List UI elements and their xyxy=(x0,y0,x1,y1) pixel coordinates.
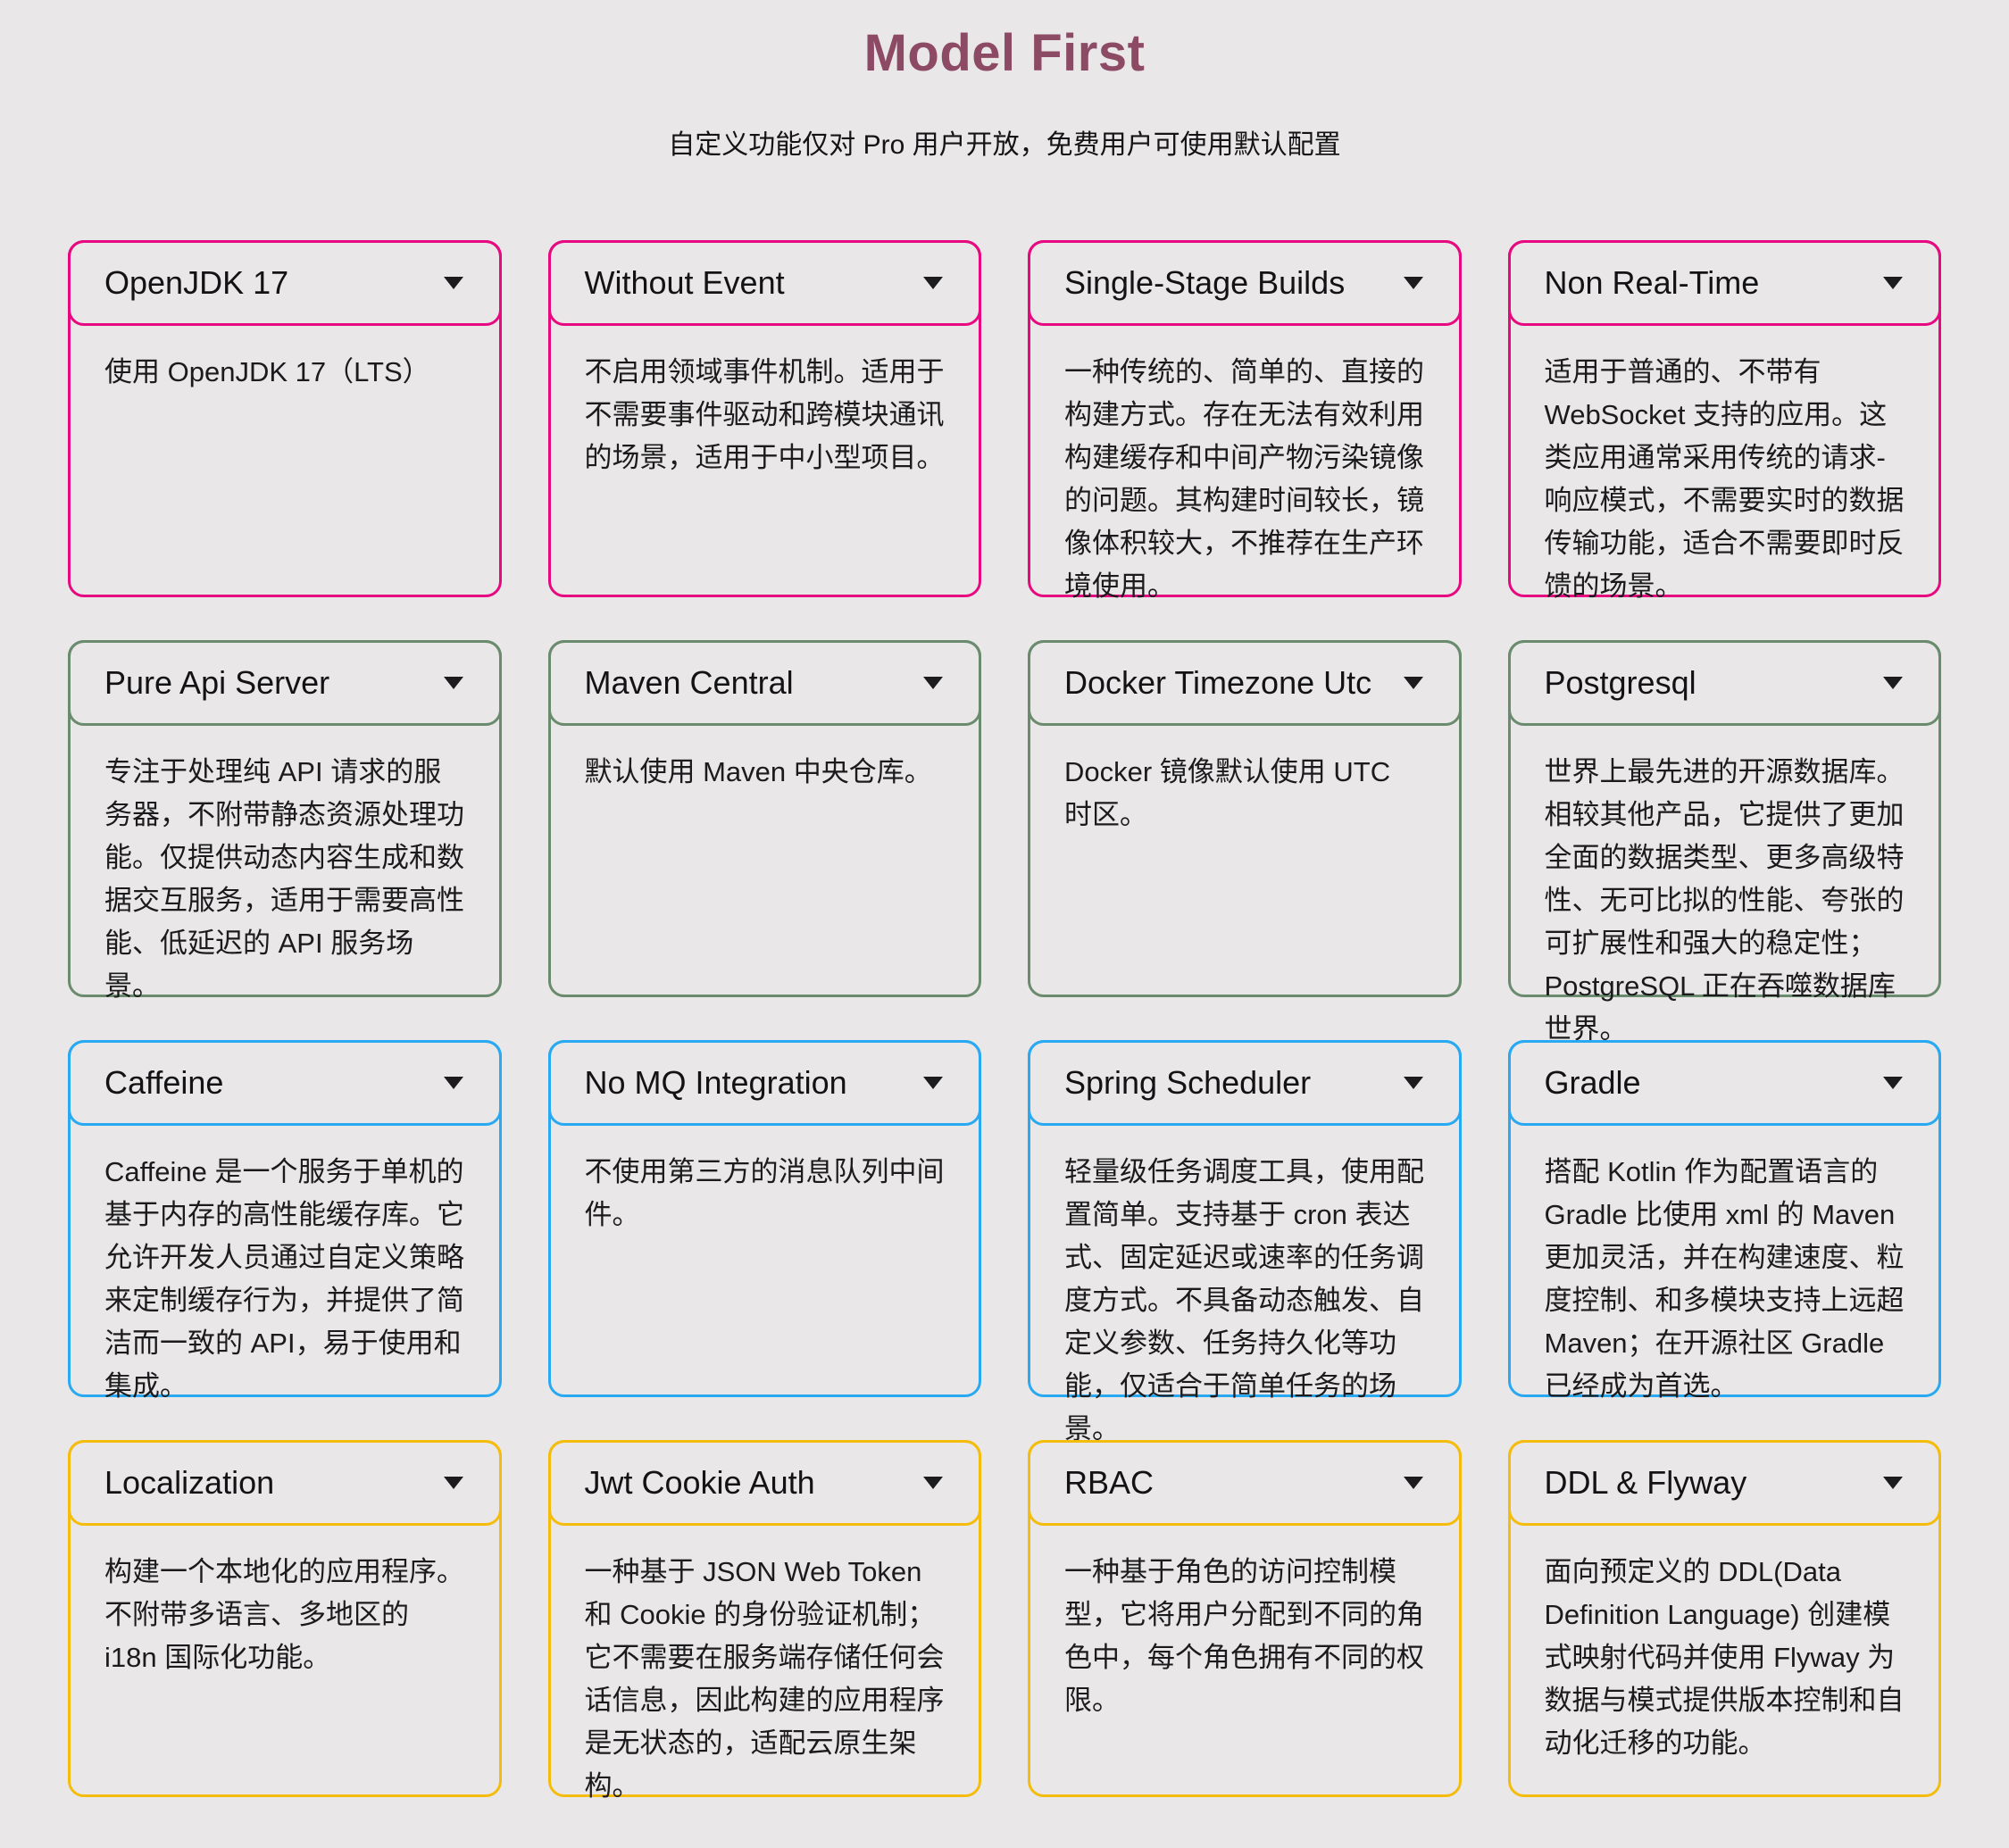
chevron-down-icon xyxy=(923,677,943,689)
chevron-down-icon xyxy=(1403,1477,1423,1489)
card-jwt-cookie-auth: Jwt Cookie Auth 一种基于 JSON Web Token 和 Co… xyxy=(547,1440,981,1802)
select-jwt-cookie-auth[interactable]: Jwt Cookie Auth xyxy=(547,1440,981,1526)
select-label: Maven Central xyxy=(584,664,794,701)
select-label: DDL & Flyway xyxy=(1544,1464,1747,1501)
chevron-down-icon xyxy=(443,277,463,289)
select-maven-central[interactable]: Maven Central xyxy=(547,640,981,726)
select-label: Non Real-Time xyxy=(1544,264,1760,301)
card-description: 面向预定义的 DDL(Data Definition Language) 创建模… xyxy=(1544,1556,1905,1759)
select-non-real-time[interactable]: Non Real-Time xyxy=(1507,240,1941,326)
select-label: Spring Scheduler xyxy=(1064,1064,1312,1101)
page-title: Model First xyxy=(863,24,1146,82)
select-openjdk-17[interactable]: OpenJDK 17 xyxy=(68,240,502,326)
card-localization: Localization 构建一个本地化的应用程序。不附带多语言、多地区的 i1… xyxy=(68,1440,502,1797)
select-label: Jwt Cookie Auth xyxy=(584,1464,815,1501)
chevron-down-icon xyxy=(923,277,943,289)
select-docker-timezone-utc[interactable]: Docker Timezone Utc xyxy=(1028,640,1462,726)
card-description: 不使用第三方的消息队列中间件。 xyxy=(584,1156,945,1230)
card-description: 一种基于 JSON Web Token 和 Cookie 的身份验证机制；它不需… xyxy=(584,1556,945,1802)
select-label: No MQ Integration xyxy=(584,1064,847,1101)
select-no-mq-integration[interactable]: No MQ Integration xyxy=(547,1040,981,1126)
select-postgresql[interactable]: Postgresql xyxy=(1507,640,1941,726)
card-description: 不启用领域事件机制。适用于不需要事件驱动和跨模块通讯的场景，适用于中小型项目。 xyxy=(584,356,945,473)
card-description: 默认使用 Maven 中央仓库。 xyxy=(584,756,932,787)
select-label: Gradle xyxy=(1544,1064,1641,1101)
card-description: Docker 镜像默认使用 UTC 时区。 xyxy=(1064,756,1391,830)
card-description: 适用于普通的、不带有 WebSocket 支持的应用。这类应用通常采用传统的请求… xyxy=(1544,356,1905,602)
card-description: 轻量级任务调度工具，使用配置简单。支持基于 cron 表达式、固定延迟或速率的任… xyxy=(1064,1156,1424,1444)
card-postgresql: Postgresql 世界上最先进的开源数据库。相较其他产品，它提供了更加全面的… xyxy=(1507,640,1941,1045)
config-card-grid: OpenJDK 17 使用 OpenJDK 17（LTS） Without Ev… xyxy=(0,240,2009,1802)
card-description: 世界上最先进的开源数据库。相较其他产品，它提供了更加全面的数据类型、更多高级特性… xyxy=(1544,756,1905,1045)
card-maven-central: Maven Central 默认使用 Maven 中央仓库。 xyxy=(547,640,981,997)
select-label: Caffeine xyxy=(104,1064,224,1101)
card-gradle: Gradle 搭配 Kotlin 作为配置语言的 Gradle 比使用 xml … xyxy=(1507,1040,1941,1402)
chevron-down-icon xyxy=(1883,1077,1903,1089)
card-single-stage-builds: Single-Stage Builds 一种传统的、简单的、直接的构建方式。存在… xyxy=(1028,240,1462,602)
chevron-down-icon xyxy=(923,1077,943,1089)
select-spring-scheduler[interactable]: Spring Scheduler xyxy=(1028,1040,1462,1126)
card-description: 专注于处理纯 API 请求的服务器，不附带静态资源处理功能。仅提供动态内容生成和… xyxy=(104,756,464,1002)
select-label: Without Event xyxy=(584,264,785,301)
card-no-mq-integration: No MQ Integration 不使用第三方的消息队列中间件。 xyxy=(547,1040,981,1397)
card-description: Caffeine 是一个服务于单机的基于内存的高性能缓存库。它允许开发人员通过自… xyxy=(104,1156,464,1402)
chevron-down-icon xyxy=(443,1077,463,1089)
chevron-down-icon xyxy=(443,1477,463,1489)
card-description: 一种基于角色的访问控制模型，它将用户分配到不同的角色中，每个角色拥有不同的权限。 xyxy=(1064,1556,1424,1716)
card-description: 构建一个本地化的应用程序。不附带多语言、多地区的 i18n 国际化功能。 xyxy=(104,1556,464,1673)
page-subtitle: 自定义功能仅对 Pro 用户开放，免费用户可使用默认配置 xyxy=(668,130,1341,160)
chevron-down-icon xyxy=(443,677,463,689)
chevron-down-icon xyxy=(923,1477,943,1489)
chevron-down-icon xyxy=(1403,1077,1423,1089)
chevron-down-icon xyxy=(1883,677,1903,689)
card-non-real-time: Non Real-Time 适用于普通的、不带有 WebSocket 支持的应用… xyxy=(1507,240,1941,602)
card-pure-api-server: Pure Api Server 专注于处理纯 API 请求的服务器，不附带静态资… xyxy=(68,640,502,1002)
chevron-down-icon xyxy=(1883,277,1903,289)
select-label: RBAC xyxy=(1064,1464,1155,1501)
select-without-event[interactable]: Without Event xyxy=(547,240,981,326)
card-without-event: Without Event 不启用领域事件机制。适用于不需要事件驱动和跨模块通讯… xyxy=(547,240,981,597)
select-ddl-flyway[interactable]: DDL & Flyway xyxy=(1507,1440,1941,1526)
card-description: 使用 OpenJDK 17（LTS） xyxy=(104,356,430,387)
card-caffeine: Caffeine Caffeine 是一个服务于单机的基于内存的高性能缓存库。它… xyxy=(68,1040,502,1402)
select-label: Docker Timezone Utc xyxy=(1064,664,1372,701)
card-docker-timezone-utc: Docker Timezone Utc Docker 镜像默认使用 UTC 时区… xyxy=(1028,640,1462,997)
card-openjdk-17: OpenJDK 17 使用 OpenJDK 17（LTS） xyxy=(68,240,502,597)
select-label: Single-Stage Builds xyxy=(1064,264,1346,301)
chevron-down-icon xyxy=(1403,277,1423,289)
select-rbac[interactable]: RBAC xyxy=(1028,1440,1462,1526)
card-description: 搭配 Kotlin 作为配置语言的 Gradle 比使用 xml 的 Maven… xyxy=(1544,1156,1905,1402)
select-single-stage-builds[interactable]: Single-Stage Builds xyxy=(1028,240,1462,326)
model-first-page: Model First 自定义功能仅对 Pro 用户开放，免费用户可使用默认配置… xyxy=(0,23,2009,1848)
card-spring-scheduler: Spring Scheduler 轻量级任务调度工具，使用配置简单。支持基于 c… xyxy=(1028,1040,1462,1444)
select-label: Postgresql xyxy=(1544,664,1696,701)
select-caffeine[interactable]: Caffeine xyxy=(68,1040,502,1126)
card-rbac: RBAC 一种基于角色的访问控制模型，它将用户分配到不同的角色中，每个角色拥有不… xyxy=(1028,1440,1462,1797)
card-description: 一种传统的、简单的、直接的构建方式。存在无法有效利用构建缓存和中间产物污染镜像的… xyxy=(1064,356,1424,602)
select-label: Pure Api Server xyxy=(104,664,330,701)
select-gradle[interactable]: Gradle xyxy=(1507,1040,1941,1126)
select-label: Localization xyxy=(104,1464,275,1501)
chevron-down-icon xyxy=(1883,1477,1903,1489)
chevron-down-icon xyxy=(1403,677,1423,689)
card-ddl-flyway: DDL & Flyway 面向预定义的 DDL(Data Definition … xyxy=(1507,1440,1941,1797)
select-pure-api-server[interactable]: Pure Api Server xyxy=(68,640,502,726)
select-localization[interactable]: Localization xyxy=(68,1440,502,1526)
select-label: OpenJDK 17 xyxy=(104,264,289,301)
